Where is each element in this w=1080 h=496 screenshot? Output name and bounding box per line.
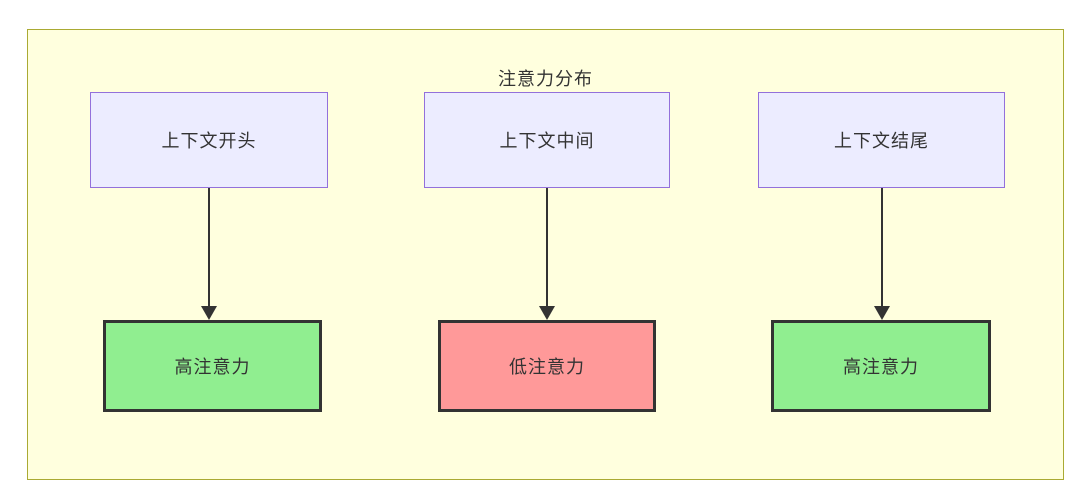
flow-arrow [539,188,555,320]
node-low-attention: 低注意力 [438,320,656,412]
arrow-line [546,188,548,307]
arrowhead-icon [539,306,555,320]
node-high-attention-right: 高注意力 [771,320,991,412]
node-context-middle: 上下文中间 [424,92,670,188]
node-context-end: 上下文结尾 [758,92,1005,188]
node-context-beginning: 上下文开头 [90,92,328,188]
arrow-line [208,188,210,307]
flow-arrow [874,188,890,320]
arrow-line [881,188,883,307]
flow-arrow [201,188,217,320]
arrowhead-icon [874,306,890,320]
arrowhead-icon [201,306,217,320]
diagram-title: 注意力分布 [498,69,593,89]
node-high-attention-left: 高注意力 [103,320,322,412]
